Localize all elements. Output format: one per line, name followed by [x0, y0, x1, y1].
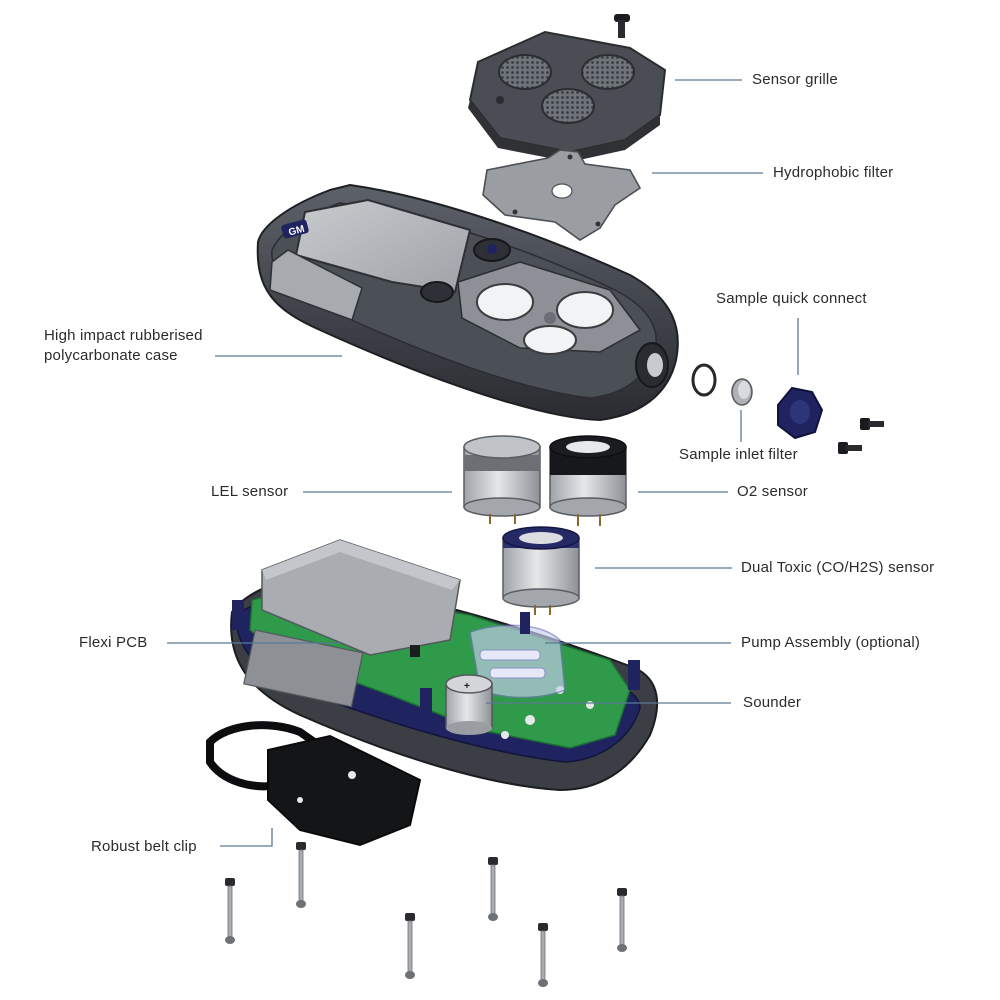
label-sounder: Sounder — [743, 694, 802, 711]
label-belt-clip: Robust belt clip — [91, 838, 197, 855]
pump-assembly-part — [469, 624, 566, 699]
front-case: GM — [256, 183, 679, 422]
logo-text: GM — [287, 224, 305, 239]
belt-clip-part — [206, 721, 422, 847]
label-o2-sensor: O2 sensor — [737, 483, 808, 500]
hydrophobic-filter — [482, 149, 642, 241]
label-flexi-pcb: Flexi PCB — [79, 634, 148, 651]
logo-badge — [281, 219, 309, 239]
label-sample-quick-connect: Sample quick connect — [716, 290, 867, 307]
quick-connect-screws — [838, 418, 884, 454]
label-case-line2: polycarbonate case — [44, 347, 178, 364]
select-button — [420, 281, 454, 303]
svg-text:+: + — [464, 681, 470, 692]
label-case-line1: High impact rubberised — [44, 327, 203, 344]
flexi-pcb-part — [243, 539, 631, 749]
label-sample-inlet-filter: Sample inlet filter — [679, 446, 798, 463]
sample-quick-connect-part — [777, 386, 824, 440]
lel-sensor-part — [463, 435, 541, 524]
leader-lines — [167, 79, 799, 847]
sounder-part: + — [445, 674, 493, 735]
grille-screw — [614, 14, 630, 38]
label-pump-assembly: Pump Assembly (optional) — [741, 634, 921, 651]
dual-toxic-sensor-part — [502, 526, 580, 615]
label-lel-sensor: LEL sensor — [211, 483, 289, 500]
o-ring — [691, 363, 717, 397]
sensor-grille — [468, 30, 667, 162]
case-screws — [225, 842, 627, 987]
label-hydrophobic-filter: Hydrophobic filter — [773, 164, 894, 181]
sample-inlet-filter-part — [731, 378, 753, 406]
label-dual-toxic-sensor: Dual Toxic (CO/H2S) sensor — [741, 559, 935, 576]
o2-sensor-part — [549, 435, 627, 526]
standoff-posts — [232, 600, 640, 718]
leader-belt-clip — [220, 828, 273, 847]
label-sensor-grille: Sensor grille — [752, 71, 838, 88]
